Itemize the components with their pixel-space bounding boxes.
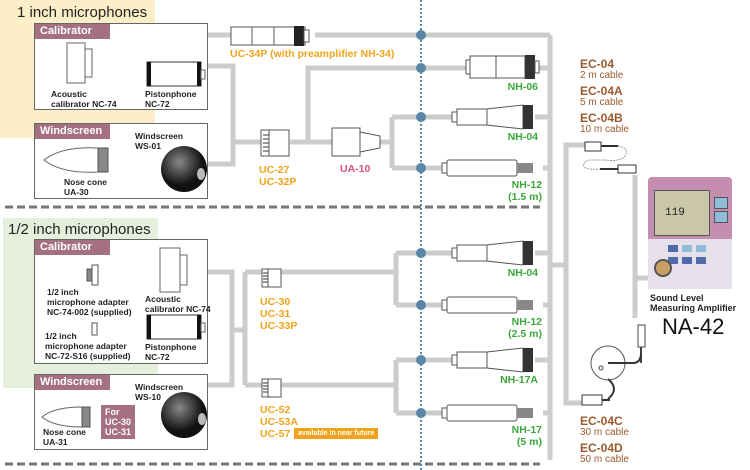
amplifier-button-panel <box>648 239 732 289</box>
pistonphone-label: Pistonphone NC-72 <box>145 89 197 109</box>
windscreen-box-1inch: Windscreen Nose cone UA-30 Windscreen WS… <box>34 123 208 199</box>
preamp-label-nh04: NH-04 <box>507 131 538 143</box>
windscreen-box-half-inch: Windscreen Nose cone UA-31 For UC-30 UC-… <box>34 374 208 450</box>
calibrator-tag: Calibrator <box>35 240 110 255</box>
amplifier-button[interactable] <box>668 257 678 264</box>
cable-ec04: EC-04 2 m cable <box>580 57 624 81</box>
amplifier-down-button[interactable] <box>714 211 728 223</box>
adapter-nc74-002-icon <box>86 264 99 286</box>
ua10-adapter-icon <box>331 127 381 157</box>
uc34p-connector-icon <box>230 26 310 46</box>
amplifier-button[interactable] <box>682 245 692 252</box>
cable-ec04b: EC-04B 10 m cable <box>580 111 629 135</box>
calibrator-box-1inch: Calibrator Acoustic calibrator NC-74 Pis… <box>34 23 208 110</box>
adapter-nc74-002-label: 1/2 inch microphone adapter NC-74-002 (s… <box>47 287 132 317</box>
cable-reel-icon <box>581 324 646 406</box>
uc30-group-label: UC-30 UC-31 UC-33P <box>260 296 298 332</box>
acoustic-calibrator-label: Acoustic calibrator NC-74 <box>51 89 117 109</box>
cable-ec04c: EC-04C 30 m cable <box>580 414 629 438</box>
nh06-preamp-icon <box>465 55 540 79</box>
na42-amplifier-device: 119 <box>648 177 732 289</box>
cable-ec04a: EC-04A 5 m cable <box>580 84 624 108</box>
amplifier-model: NA-42 <box>662 314 725 339</box>
acoustic-calibrator-icon <box>66 42 93 84</box>
nh04-preamp-icon <box>451 104 533 130</box>
coiled-cable-icon <box>583 141 637 174</box>
half-inch-title: 1/2 inch microphones <box>8 221 151 238</box>
one-inch-title: 1 inch microphones <box>17 4 148 21</box>
pistonphone-label: Pistonphone NC-72 <box>145 342 197 362</box>
amplifier-button[interactable] <box>668 245 678 252</box>
pistonphone-icon <box>146 314 206 340</box>
nh17-preamp-icon <box>441 404 533 422</box>
windscreen-ball-icon <box>161 146 207 192</box>
amplifier-label: Sound Level Measuring Amplifier <box>650 293 737 313</box>
calibrator-box-half-inch: Calibrator 1/2 inch microphone adapter N… <box>34 239 211 364</box>
amplifier-button[interactable] <box>682 257 692 264</box>
amplifier-button[interactable] <box>696 257 706 264</box>
acoustic-calibrator-icon <box>159 247 188 293</box>
windscreen-ws10-label: Windscreen WS-10 <box>135 382 184 402</box>
cables-bottom-list: EC-04C 30 m cable EC-04D 50 m cable <box>580 415 629 465</box>
cable-ec04d: EC-04D 50 m cable <box>580 441 629 465</box>
uc52-group-label: UC-52 UC-53A UC-57 <box>260 404 298 440</box>
uc52-connector-icon <box>261 378 282 398</box>
nh12-preamp-icon <box>441 159 533 177</box>
acoustic-calibrator-label: Acoustic calibrator NC-74 <box>145 294 211 314</box>
windscreen-ball-icon <box>161 392 207 438</box>
amplifier-display: 119 <box>654 190 710 236</box>
pistonphone-icon <box>146 61 206 87</box>
nose-cone-label: Nose cone UA-31 <box>43 427 86 447</box>
near-future-badge: available in near future <box>294 428 379 439</box>
uc27-connector-icon <box>260 129 290 157</box>
uc27-label: UC-27 UC-32P <box>259 164 297 188</box>
nh04-preamp-icon <box>451 240 533 266</box>
nose-cone-label: Nose cone UA-30 <box>64 177 107 197</box>
windscreen-tag: Windscreen <box>35 124 110 139</box>
preamp-label-nh12: NH-12(2.5 m) <box>508 316 542 340</box>
calibrator-tag: Calibrator <box>35 24 110 39</box>
for-uc30-uc31-badge: For UC-30 UC-31 <box>101 405 136 439</box>
amplifier-up-button[interactable] <box>714 197 728 209</box>
amplifier-input-connector <box>654 259 672 277</box>
uc30-connector-icon <box>261 268 282 288</box>
adapter-nc72-s16-icon <box>91 322 98 336</box>
nose-cone-icon <box>43 147 109 173</box>
preamp-label-nh12: NH-12(1.5 m) <box>508 179 542 203</box>
nh17a-preamp-icon <box>451 347 533 373</box>
uc34p-label: UC-34P (with preamplifier NH-34) <box>230 48 395 60</box>
windscreen-tag: Windscreen <box>35 375 110 390</box>
cables-top-list: EC-04 2 m cable EC-04A 5 m cable EC-04B … <box>580 58 629 135</box>
amplifier-display-value: 119 <box>665 207 685 219</box>
nose-cone-icon <box>41 406 91 428</box>
amplifier-button[interactable] <box>696 245 706 252</box>
ua10-label: UA-10 <box>340 163 371 175</box>
preamp-label-nh06: NH-06 <box>507 81 538 93</box>
preamp-label-nh04: NH-04 <box>507 267 538 279</box>
preamp-label-nh17: NH-17(5 m) <box>511 424 542 448</box>
windscreen-ws01-label: Windscreen WS-01 <box>135 131 184 151</box>
nh12-preamp-icon <box>441 296 533 314</box>
preamp-label-nh17a: NH-17A <box>500 374 538 386</box>
adapter-nc72-s16-label: 1/2 inch microphone adapter NC-72-S16 (s… <box>45 331 131 361</box>
